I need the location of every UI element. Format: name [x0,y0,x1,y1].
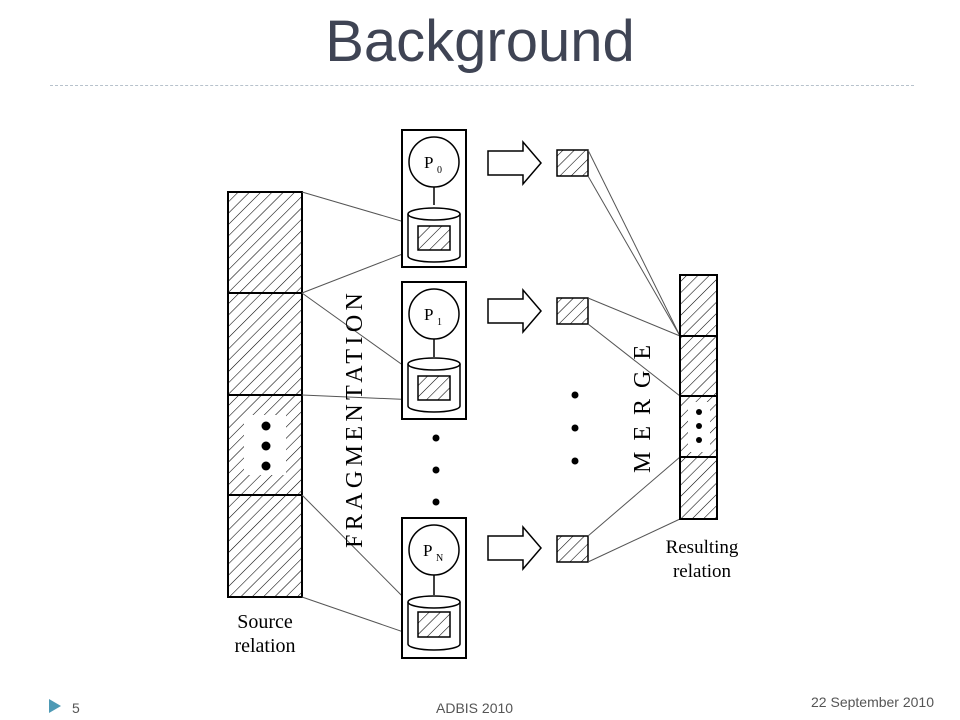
source-relation-label: relation [234,635,295,657]
ellipsis-dot [261,441,271,451]
processor-label: P [424,305,433,324]
source-relation [227,191,303,598]
page-number: 5 [72,700,80,716]
processor-subscript: 0 [437,165,442,176]
merge-label: MERGE [630,334,656,473]
ellipsis-dot [261,461,271,471]
slide-title: Background [325,9,635,74]
ellipsis-dot [696,409,702,415]
processor-label: P [423,541,432,560]
processor-node [401,281,467,420]
partial-result [556,535,589,563]
source-relation-label: Source [237,611,293,633]
ellipsis-dot [696,423,702,429]
processor-subscript: N [436,553,443,564]
fragmentation-label: FRAGMENTATION [342,289,368,548]
resulting-relation-label: relation [673,561,732,582]
ellipsis-dot [432,434,440,442]
partial-result [556,297,589,325]
ellipsis-dot [432,466,440,474]
conference-name: ADBIS 2010 [436,700,514,716]
resulting-relation [679,274,718,520]
ellipsis-dot [261,421,271,431]
processor-node [401,129,467,268]
processor-subscript: 1 [437,317,442,328]
processor-node [401,517,467,659]
triangle-bullet-icon [49,699,61,713]
arrow-icon [487,139,542,187]
slide-date: 22 September 2010 [811,694,934,710]
ellipsis-dot [571,457,579,465]
title-divider [50,85,914,86]
ellipsis-dot [571,391,579,399]
arrow-icon [487,524,542,572]
resulting-relation-label: Resulting [666,537,739,558]
partial-result [556,149,589,177]
ellipsis-dot [571,424,579,432]
arrow-icon [487,287,542,335]
ellipsis-dot [696,437,702,443]
processor-label: P [424,153,433,172]
merge-lines [587,149,681,563]
ellipsis-dot [432,498,440,506]
fragmentation-lines [301,191,419,638]
